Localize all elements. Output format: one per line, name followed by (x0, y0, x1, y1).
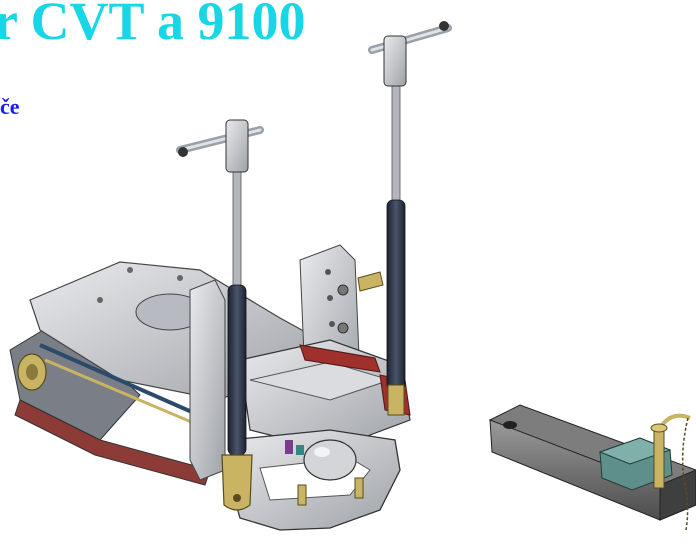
left-strut (176, 119, 264, 511)
right-strut (368, 21, 452, 416)
slide-subtitle: če (0, 94, 20, 119)
drawbar-illustration (488, 404, 696, 531)
hitch-assembly-illustration (9, 21, 452, 531)
slide-title: r CVT a 9100 (0, 0, 306, 51)
